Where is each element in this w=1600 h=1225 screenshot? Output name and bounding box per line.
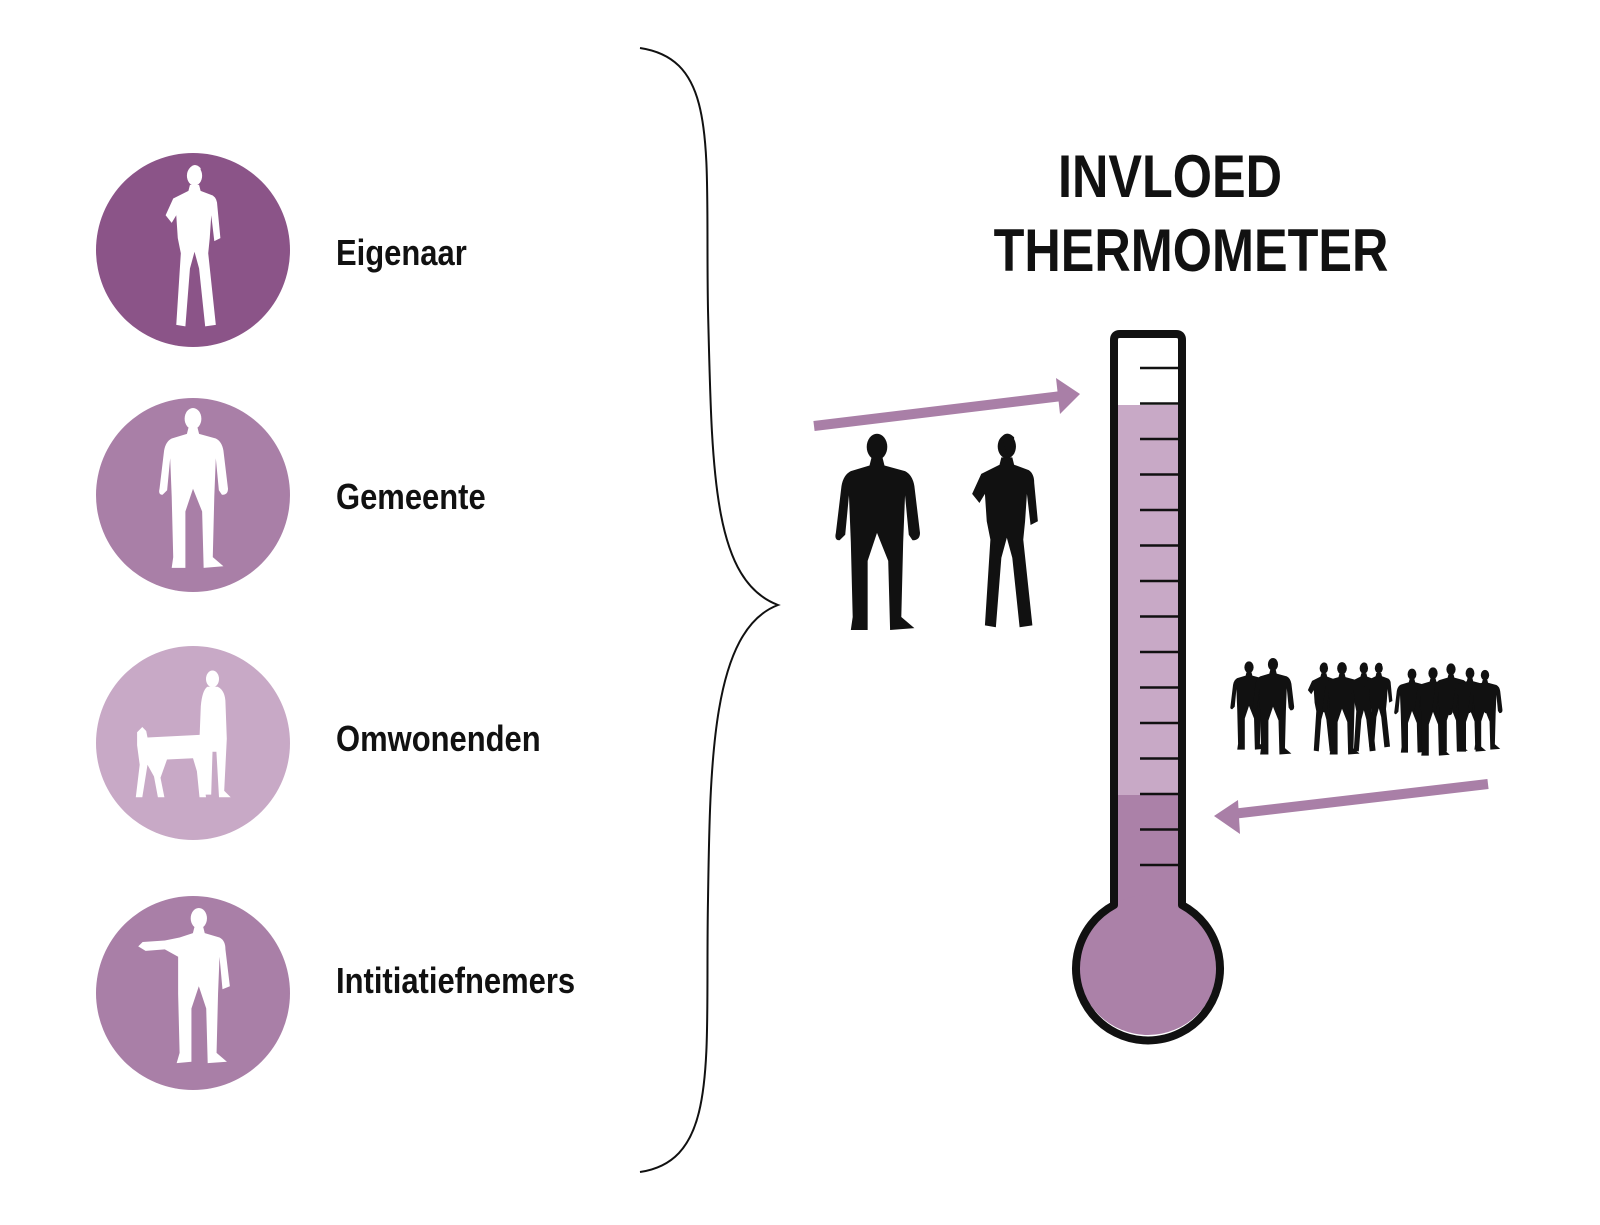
title-line-2: THERMOMETER xyxy=(993,217,1389,284)
businessman-silhouette xyxy=(835,433,920,631)
thermometer-upper-fill xyxy=(1117,405,1180,795)
arrow-left-icon xyxy=(1214,779,1489,834)
business-pair-icon xyxy=(835,433,1038,631)
business-crowd-icon xyxy=(1230,657,1503,756)
stakeholder-label-omwonenden: Omwonenden xyxy=(336,718,541,759)
diagram-title: INVLOED THERMOMETER xyxy=(993,140,1389,288)
stakeholder-circle-omwonenden xyxy=(96,646,290,840)
arrow-right-icon xyxy=(813,378,1080,431)
title-line-1: INVLOED xyxy=(1057,143,1283,210)
stakeholder-label-gemeente: Gemeente xyxy=(336,476,486,517)
stakeholder-circle-gemeente xyxy=(96,398,290,592)
thermometer xyxy=(1072,330,1224,1045)
thermometer-ticks xyxy=(1140,366,1180,867)
curly-brace xyxy=(639,47,781,1173)
stakeholder-label-eigenaar: Eigenaar xyxy=(336,232,467,273)
stakeholder-circle-initiatiefnemers xyxy=(96,896,290,1090)
businesswoman-silhouette xyxy=(972,433,1038,628)
thermometer-outline xyxy=(1072,330,1224,1045)
stakeholder-circle-eigenaar xyxy=(96,153,290,347)
stakeholder-label-initiatiefnemers: Intitiatiefnemers xyxy=(336,960,576,1001)
circle-bg xyxy=(96,398,290,592)
thermometer-bulb xyxy=(1078,895,1218,1035)
